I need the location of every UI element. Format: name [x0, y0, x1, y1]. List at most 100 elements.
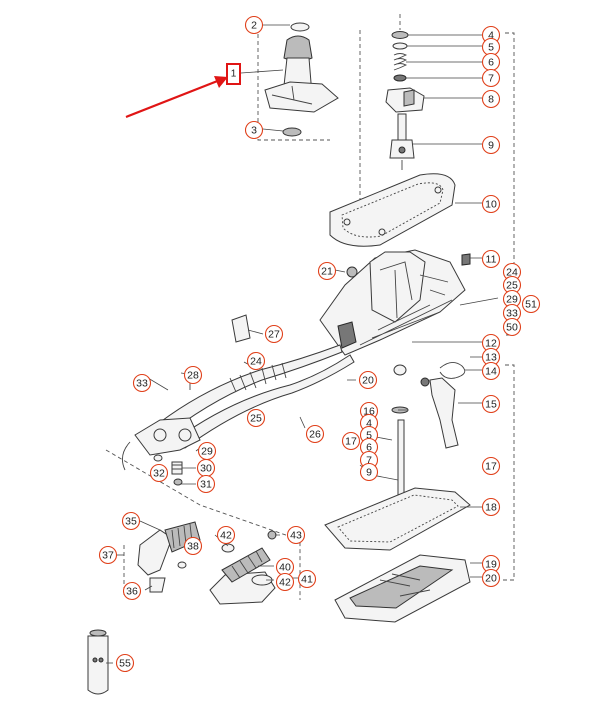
callout-number: 35	[125, 516, 137, 528]
callout-number: 5	[488, 42, 494, 54]
callout-number: 33	[136, 378, 148, 390]
part-callout[interactable]: 14	[481, 361, 501, 381]
part-callout[interactable]: 33	[132, 373, 152, 393]
callout-number: 32	[153, 468, 165, 480]
part-callout[interactable]: 36	[122, 581, 142, 601]
callout-circle	[481, 68, 501, 88]
part-callout[interactable]: 41	[297, 569, 317, 589]
part-callout[interactable]: 18	[481, 497, 501, 517]
part-callout[interactable]: 26	[305, 424, 325, 444]
callout-number: 9	[488, 140, 494, 152]
callout-number: 26	[309, 429, 321, 441]
callout-number: 21	[321, 266, 333, 278]
part-callout[interactable]: 42	[216, 525, 236, 545]
callout-circle	[502, 317, 522, 337]
selector-assembly-left	[137, 521, 201, 593]
part-callout[interactable]: 27	[264, 324, 284, 344]
callout-circle	[521, 294, 541, 314]
callout-number: 6	[366, 442, 372, 454]
highlighted-part-label[interactable]: 1	[226, 63, 241, 85]
part-callout[interactable]: 3	[244, 120, 264, 140]
selector-lever	[393, 362, 466, 449]
callout-circle	[216, 525, 236, 545]
part-callout[interactable]: 55	[115, 653, 135, 673]
part-callout[interactable]: 29	[197, 441, 217, 461]
callout-circle	[98, 545, 118, 565]
part-callout[interactable]: 2	[244, 15, 264, 35]
callout-circle	[481, 394, 501, 414]
part-callout[interactable]: 24	[246, 351, 266, 371]
callout-number: 25	[506, 280, 518, 292]
part-callout[interactable]: 17	[341, 431, 361, 451]
callout-number: 43	[290, 530, 302, 542]
part-callout[interactable]: 17	[481, 456, 501, 476]
part-callout[interactable]: 35	[121, 511, 141, 531]
bottom-plate	[334, 554, 471, 623]
part-callout[interactable]: 42	[275, 572, 295, 592]
part-callout[interactable]: 50	[502, 317, 522, 337]
part-callout[interactable]: 30	[196, 458, 216, 478]
callout-number: 20	[362, 375, 374, 387]
upper-shift-stack	[385, 31, 425, 170]
callout-circle	[196, 474, 216, 494]
part-callout[interactable]: 8	[481, 89, 501, 109]
part-callout[interactable]: 10	[481, 194, 501, 214]
callout-number: 55	[119, 658, 131, 670]
part-callout[interactable]: 37	[98, 545, 118, 565]
part-callout[interactable]: 6	[481, 52, 501, 72]
callout-number: 4	[366, 418, 372, 430]
callout-circle	[275, 572, 295, 592]
callout-number: 19	[485, 559, 497, 571]
svg-text:1: 1	[231, 69, 237, 80]
callout-number: 25	[250, 413, 262, 425]
part-callout[interactable]: 51	[521, 294, 541, 314]
callout-number: 24	[250, 356, 262, 368]
part-callout[interactable]: 25	[246, 408, 266, 428]
callout-number: 18	[485, 502, 497, 514]
callout-circle	[183, 365, 203, 385]
part-callout[interactable]: 20	[481, 568, 501, 588]
callout-circle	[317, 261, 337, 281]
part-callout[interactable]: 15	[481, 394, 501, 414]
callout-number: 5	[366, 430, 372, 442]
callout-number: 15	[485, 399, 497, 411]
part-callout[interactable]: 28	[183, 365, 203, 385]
callout-number: 29	[506, 294, 518, 306]
lower-left-mechanism	[121, 369, 201, 486]
callout-circle	[122, 581, 142, 601]
callout-circle	[341, 431, 361, 451]
shift-housing	[319, 249, 471, 356]
part-callout[interactable]: 32	[149, 463, 169, 483]
callout-number: 16	[363, 406, 375, 418]
part-callout[interactable]: 20	[358, 370, 378, 390]
part-callout[interactable]: 7	[481, 68, 501, 88]
callout-number: 24	[506, 267, 518, 279]
callout-circle	[481, 456, 501, 476]
part-callout[interactable]: 9	[481, 135, 501, 155]
callout-number: 17	[345, 436, 357, 448]
part-callout[interactable]: 24	[502, 262, 522, 282]
callout-number: 8	[488, 94, 494, 106]
callout-number: 2	[251, 20, 257, 32]
part-callout[interactable]: 38	[183, 536, 203, 556]
part-callout[interactable]: 11	[481, 249, 501, 269]
callout-circle	[481, 194, 501, 214]
clip-part	[231, 314, 251, 343]
part-callout[interactable]: 21	[317, 261, 337, 281]
callout-circle	[481, 497, 501, 517]
callout-circle	[481, 361, 501, 381]
gear-knob-boot	[264, 22, 339, 137]
callout-number: 41	[301, 574, 313, 586]
callout-number: 4	[488, 30, 494, 42]
callout-circle	[246, 351, 266, 371]
callout-number: 51	[525, 299, 537, 311]
callout-circle	[132, 373, 152, 393]
callout-number: 14	[485, 366, 497, 378]
callout-number: 33	[506, 308, 518, 320]
part-callout[interactable]: 43	[286, 525, 306, 545]
part-callout[interactable]: 31	[196, 474, 216, 494]
grease-tube	[87, 629, 109, 695]
part-callout[interactable]: 9	[359, 462, 379, 482]
callout-circle	[305, 424, 325, 444]
